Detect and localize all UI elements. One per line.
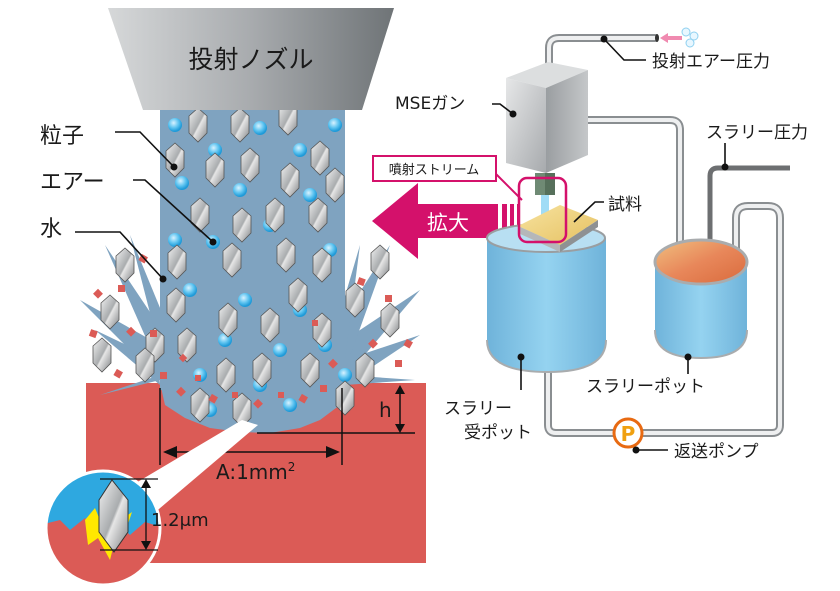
depth-label: h — [379, 398, 392, 422]
air-pipe — [545, 34, 659, 84]
jet-stream — [541, 195, 549, 223]
jet-stream-highlight — [517, 176, 568, 244]
zoom-callout — [124, 420, 258, 520]
particle-size-dimension — [100, 478, 158, 551]
enlarge-label: 拡大 — [427, 211, 469, 235]
nozzle-label: 投射ノズル — [188, 45, 313, 74]
air-pressure-label: 投射エアー圧力 — [652, 52, 770, 72]
nozzle — [108, 8, 394, 110]
pump-label: 返送ポンプ — [674, 442, 759, 462]
depth-dimension — [257, 385, 415, 434]
slurry-pressure-label: スラリー圧力 — [706, 123, 808, 143]
jet-stream-callout — [372, 155, 497, 182]
pump-symbol: P — [621, 422, 636, 446]
jet-stream-label: 噴射ストリーム — [389, 162, 480, 178]
area-label: A:1mm2 — [216, 460, 295, 484]
return-pipe — [544, 202, 784, 437]
particle-size-label: 1.2μm — [151, 510, 209, 531]
receiver-pot — [486, 223, 607, 374]
workpiece-chips — [88, 253, 413, 409]
particle-leader — [115, 131, 175, 168]
slurry-pot-label: スラリーポット — [586, 377, 705, 397]
receiver-pot-label-line1: スラリー — [444, 399, 512, 419]
water-leader — [75, 231, 164, 280]
air-inflow-arrow — [660, 33, 682, 43]
receiver-pot-label-line2: 受ポット — [464, 423, 532, 443]
return-pump — [612, 417, 644, 449]
particle-label: 粒子 — [40, 124, 84, 149]
sample-label: 試料 — [608, 195, 642, 215]
air-label: エアー — [40, 170, 105, 195]
gun-label: MSEガン — [395, 94, 465, 114]
air-leader — [133, 179, 214, 243]
water-label: 水 — [40, 217, 62, 242]
slurry-pot — [653, 238, 749, 360]
slurry-feed-pipe — [573, 116, 684, 268]
sample — [518, 205, 598, 252]
